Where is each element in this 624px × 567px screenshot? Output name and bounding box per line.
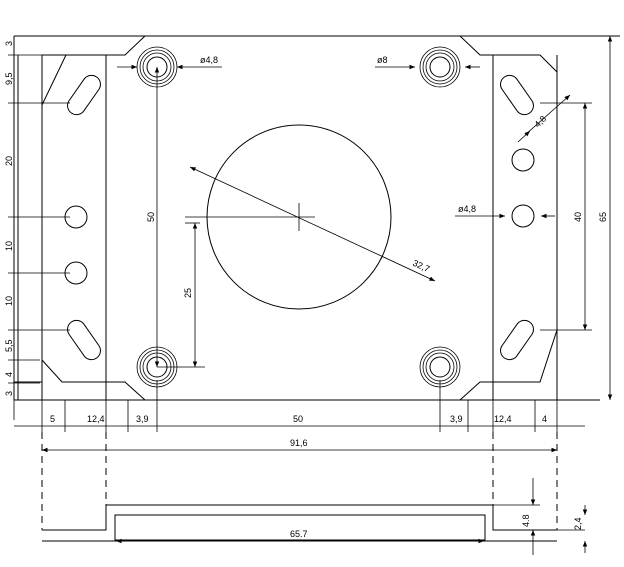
- label-phi-4-8-mid: ø4,8: [458, 204, 476, 214]
- dim-10a: 10: [4, 241, 14, 251]
- dim-5-5: 5,5: [4, 339, 14, 352]
- dim-10b: 10: [4, 296, 14, 306]
- dim-side-2-4: 2,4: [573, 517, 583, 530]
- dim-4-8-slot: 4,8: [532, 113, 548, 129]
- dim-3-bottom: 3: [4, 391, 14, 396]
- dim-total-91-6: 91,6: [290, 438, 308, 448]
- dimension-lines: [8, 36, 613, 453]
- dim-b-3-9-left: 3,9: [136, 414, 149, 424]
- slot-top-left: [67, 74, 101, 116]
- side-view: [41, 432, 588, 555]
- slot-top-right: [500, 74, 534, 116]
- slot-bottom-right: [500, 319, 534, 361]
- dim-b-3-9-right: 3,9: [450, 414, 463, 424]
- hole-right-1: [511, 148, 535, 172]
- dim-4-left: 4: [4, 372, 14, 377]
- dim-b-12-4-right: 12,4: [494, 414, 512, 424]
- dimension-text: 3 9,5 20 10 10 5,5 4 3 ø4,8 ø8 ø4,8 50 2…: [4, 41, 608, 539]
- dim-20: 20: [4, 156, 14, 166]
- dim-side-65-7: 65.7: [290, 529, 308, 539]
- center-bore: [185, 124, 436, 310]
- dim-40: 40: [573, 212, 583, 222]
- dim-side-4-8: 4.8: [521, 514, 531, 527]
- dim-top-3: 3: [4, 41, 14, 46]
- left-features: [64, 74, 101, 361]
- dim-9-5: 9,5: [4, 72, 14, 85]
- label-phi-8: ø8: [377, 55, 388, 65]
- dim-b-50: 50: [293, 414, 303, 424]
- label-phi-4-8-top: ø4,8: [200, 55, 218, 65]
- dim-b-12-4-left: 12,4: [87, 414, 105, 424]
- bolt-hole-top-right: [419, 46, 461, 88]
- dim-32-7: 32,7: [411, 258, 431, 274]
- plate-outline: [13, 35, 620, 401]
- dim-50-vertical: 50: [146, 212, 156, 222]
- slot-bottom-left: [67, 319, 101, 361]
- dim-b-4: 4: [542, 414, 547, 424]
- hole-right-2: [511, 204, 535, 228]
- dim-b-5: 5: [50, 414, 55, 424]
- dim-65: 65: [598, 212, 608, 222]
- dim-25: 25: [183, 288, 193, 298]
- right-features: [500, 74, 535, 361]
